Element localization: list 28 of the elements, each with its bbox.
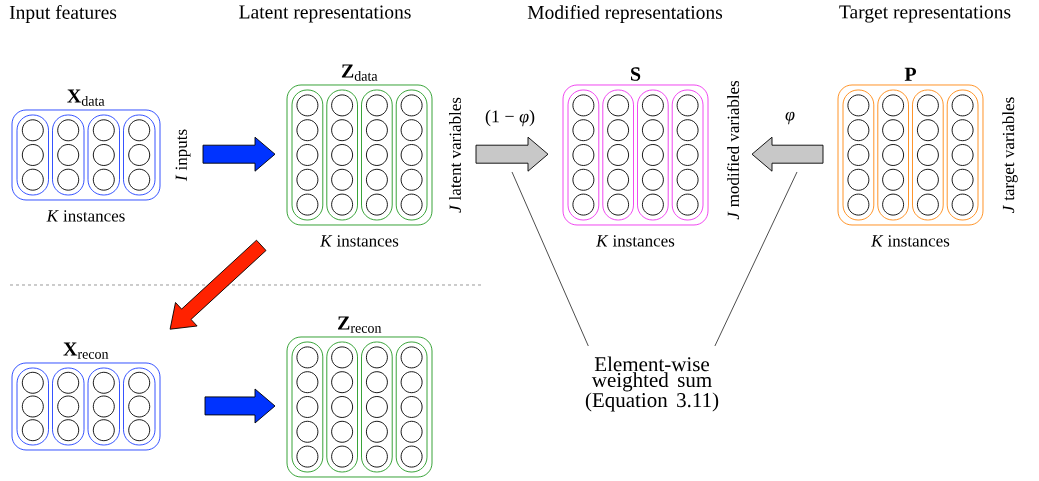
section-heading: Modified representations bbox=[527, 5, 723, 23]
dimension-label: I inputs bbox=[175, 129, 191, 182]
section-heading: Target representations bbox=[839, 5, 1011, 23]
matrix-label: S bbox=[631, 67, 641, 81]
matrix-label: X$_{recon}$ bbox=[63, 342, 109, 359]
block-arrow bbox=[204, 388, 276, 424]
note-text: Element-wise weighted sum (Equation 3.11) bbox=[585, 356, 719, 412]
block-arrow bbox=[169, 239, 267, 330]
section-heading: Latent representations bbox=[239, 5, 411, 23]
dimension-label: J modified variables bbox=[726, 80, 740, 220]
block-arrow bbox=[202, 136, 276, 172]
instance-count-label: K instances bbox=[320, 235, 399, 247]
instance-count-label: K instances bbox=[871, 235, 950, 247]
edge-label: (1 − φ) bbox=[483, 108, 537, 128]
matrix-label: P bbox=[904, 67, 917, 81]
dimension-label: J target variables bbox=[1002, 97, 1018, 213]
section-heading: Input features bbox=[9, 5, 117, 23]
block-arrow bbox=[751, 136, 824, 172]
instance-count-label: K instances bbox=[596, 235, 675, 247]
matrix-label: Z$_{recon}$ bbox=[338, 316, 382, 333]
block-arrow bbox=[475, 136, 549, 172]
instance-count-label: K instances bbox=[46, 210, 125, 222]
matrix-label: Z$_{data}$ bbox=[341, 64, 378, 81]
dimension-label: J latent variables bbox=[449, 97, 461, 213]
matrix-label: X$_{data}$ bbox=[67, 89, 105, 106]
leader-line bbox=[511, 171, 589, 347]
edge-label: φ bbox=[784, 110, 796, 126]
leader-line bbox=[714, 171, 798, 347]
